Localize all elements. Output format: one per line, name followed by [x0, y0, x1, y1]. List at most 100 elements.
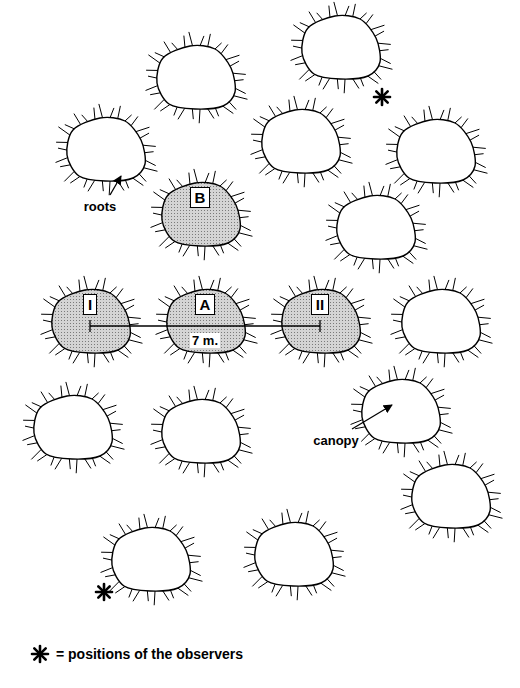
- root-mark: [41, 392, 48, 403]
- root-mark: [185, 543, 194, 548]
- root-mark: [205, 173, 209, 183]
- canopy-outline: [52, 289, 131, 353]
- root-mark: [231, 288, 238, 297]
- root-mark: [56, 158, 68, 163]
- root-mark: [440, 422, 450, 427]
- root-mark: [225, 352, 228, 360]
- root-mark: [415, 238, 425, 243]
- root-mark: [192, 109, 194, 119]
- root-mark: [252, 576, 262, 586]
- root-mark: [360, 324, 369, 325]
- root-mark: [189, 173, 190, 185]
- root-mark: [176, 526, 183, 535]
- root-mark: [41, 330, 53, 335]
- root-mark: [306, 586, 312, 596]
- root-mark: [190, 570, 200, 575]
- root-mark: [388, 184, 391, 197]
- root-mark: [466, 288, 473, 297]
- root-mark: [409, 518, 419, 528]
- root-mark: [353, 389, 365, 397]
- root-mark: [418, 182, 425, 193]
- root-mark: [348, 350, 359, 357]
- root-mark: [69, 459, 71, 469]
- tree: [251, 96, 353, 187]
- root-mark: [333, 353, 339, 363]
- root-mark: [239, 233, 253, 237]
- root-mark: [455, 117, 462, 123]
- root-mark: [453, 278, 456, 291]
- root-mark: [160, 407, 169, 411]
- root-mark: [429, 106, 433, 120]
- root-mark: [183, 462, 190, 473]
- root-mark: [151, 440, 163, 445]
- root-marks: [326, 182, 428, 273]
- root-mark: [299, 69, 309, 79]
- root-mark: [84, 276, 88, 290]
- root-mark: [478, 525, 489, 532]
- root-mark: [112, 430, 121, 431]
- root-mark: [103, 405, 116, 409]
- root-mark: [380, 50, 389, 51]
- root-mark: [386, 160, 398, 165]
- root-mark: [380, 186, 384, 196]
- root-mark: [50, 297, 59, 301]
- root-mark: [427, 462, 433, 469]
- root-mark: [276, 585, 283, 596]
- root-mark: [190, 562, 199, 563]
- legend-text: = positions of the observers: [56, 646, 243, 662]
- root-mark: [77, 386, 81, 396]
- root-mark: [340, 287, 347, 293]
- canopy-outline: [402, 289, 481, 353]
- root-mark: [374, 72, 381, 80]
- root-mark: [403, 474, 415, 482]
- root-mark: [419, 461, 426, 472]
- root-mark: [92, 393, 99, 399]
- root-mark: [388, 129, 400, 137]
- tree: [326, 182, 428, 273]
- root-mark: [470, 527, 473, 535]
- root-mark: [159, 236, 169, 246]
- root-mark: [463, 453, 466, 466]
- root-mark: [153, 409, 165, 417]
- root-mark: [43, 320, 52, 322]
- root-mark: [328, 538, 337, 543]
- root-mark: [488, 492, 501, 493]
- root-mark: [489, 515, 503, 519]
- tree-label: II: [311, 294, 329, 315]
- root-mark: [130, 332, 140, 337]
- root-mark: [200, 36, 204, 46]
- root-mark: [215, 108, 218, 116]
- root-mark: [147, 591, 149, 601]
- root-mark: [74, 114, 81, 125]
- root-mark: [165, 459, 175, 465]
- root-mark: [156, 314, 168, 315]
- root-mark: [448, 108, 451, 121]
- root-mark: [326, 220, 338, 221]
- root-mark: [130, 324, 139, 325]
- root-mark: [409, 252, 416, 260]
- root-mark: [403, 495, 412, 497]
- root-mark: [94, 108, 95, 120]
- root-mark: [69, 351, 72, 359]
- observer-symbol: [30, 644, 50, 664]
- root-mark: [329, 6, 330, 18]
- root-mark: [319, 77, 322, 85]
- root-mark: [313, 585, 316, 593]
- root-mark: [124, 346, 131, 354]
- root-mark: [139, 174, 146, 182]
- root-mark: [445, 280, 449, 290]
- root-mark: [245, 332, 255, 337]
- tree: [351, 366, 453, 457]
- root-mark: [400, 179, 410, 185]
- root-mark: [468, 350, 479, 357]
- root-mark: [259, 163, 269, 173]
- label-holder: 7 m.: [190, 331, 220, 349]
- root-mark: [360, 13, 367, 19]
- root-mark: [290, 586, 292, 596]
- root-mark: [151, 424, 163, 425]
- root-mark: [287, 509, 291, 523]
- root-marks: [56, 104, 158, 195]
- root-mark: [470, 135, 479, 140]
- root-mark: [163, 591, 169, 601]
- root-mark: [414, 246, 428, 250]
